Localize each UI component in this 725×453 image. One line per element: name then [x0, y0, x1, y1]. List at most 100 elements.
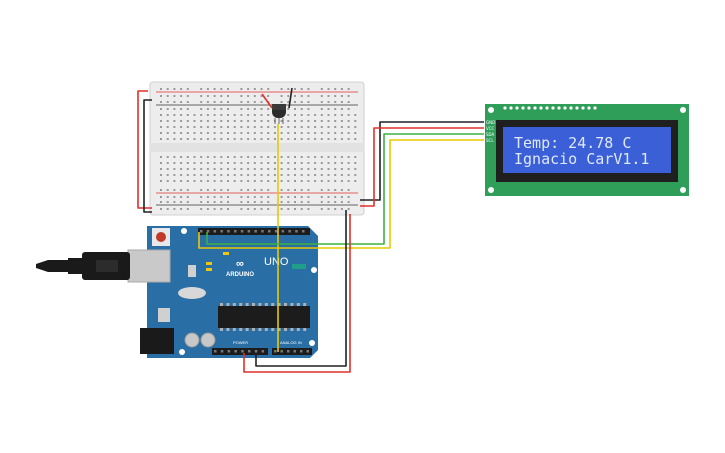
reset-button[interactable] — [156, 232, 166, 242]
lcd-header-pin — [545, 106, 549, 110]
breadboard-hole — [327, 208, 330, 210]
breadboard-hole — [260, 88, 263, 90]
breadboard-hole — [160, 114, 162, 116]
breadboard-hole — [233, 180, 236, 182]
lcd-header-pin — [539, 106, 543, 110]
breadboard-hole — [280, 180, 283, 182]
temperature-sensor[interactable] — [272, 104, 286, 124]
breadboard-hole — [267, 126, 270, 128]
breadboard-hole — [340, 189, 343, 191]
lcd-mount-hole-bl — [488, 187, 494, 193]
lcd-header-pin — [521, 106, 525, 110]
chip-pin — [232, 328, 236, 331]
breadboard-hole — [320, 138, 323, 140]
header-pin — [254, 230, 257, 233]
breadboard-hole — [273, 168, 276, 170]
breadboard-hole — [260, 162, 263, 164]
breadboard-hole — [340, 201, 343, 203]
breadboard-hole — [267, 114, 270, 116]
breadboard-hole — [347, 189, 350, 191]
breadboard-hole — [160, 196, 162, 198]
lcd-module[interactable]: Temp: 24.78 C Ignacio CarV1.1 GND VCC SD… — [485, 104, 689, 196]
breadboard-hole — [347, 201, 350, 203]
header-pin — [234, 230, 237, 233]
breadboard-hole — [220, 168, 223, 170]
breadboard[interactable] — [149, 81, 365, 216]
breadboard-hole — [247, 174, 250, 176]
breadboard-hole — [240, 201, 243, 203]
breadboard-hole — [287, 180, 290, 182]
breadboard-hole — [200, 108, 203, 110]
breadboard-hole — [227, 189, 229, 191]
breadboard-hole — [206, 138, 209, 140]
breadboard-hole — [280, 156, 283, 158]
breadboard-hole — [334, 126, 337, 128]
breadboard-hole — [327, 95, 330, 97]
breadboard-hole — [253, 114, 256, 116]
header-pin — [206, 230, 210, 233]
breadboard-hole — [166, 180, 169, 182]
breadboard-hole — [240, 108, 243, 110]
header-pin — [248, 350, 251, 353]
breadboard-hole — [300, 208, 303, 210]
power-header — [212, 348, 268, 355]
chip-pin — [252, 303, 255, 306]
breadboard-hole — [213, 174, 216, 176]
breadboard-hole — [294, 196, 296, 198]
breadboard-hole — [287, 138, 290, 140]
arduino-uno-board[interactable]: ∞ ARDUINO UNO POWER ANALOG IN — [127, 226, 318, 358]
breadboard-hole — [253, 196, 256, 198]
breadboard-hole — [253, 132, 256, 134]
wire-black-breadboard-left — [143, 99, 152, 213]
breadboard-hole — [180, 174, 183, 176]
breadboard-hole — [320, 132, 323, 134]
breadboard-hole — [186, 162, 189, 164]
dc-power-jack — [140, 328, 174, 354]
breadboard-hole — [253, 108, 256, 110]
breadboard-hole — [240, 138, 243, 140]
breadboard-hole — [267, 196, 270, 198]
breadboard-hole — [347, 208, 350, 210]
breadboard-hole — [294, 132, 296, 134]
breadboard-hole — [347, 108, 350, 110]
breadboard-hole — [307, 196, 310, 198]
breadboard-hole — [160, 189, 162, 191]
breadboard-hole — [200, 208, 203, 210]
breadboard-hole — [320, 120, 323, 122]
breadboard-hole — [347, 174, 350, 176]
breadboard-hole — [206, 162, 209, 164]
breadboard-hole — [294, 174, 296, 176]
lcd-header-pin — [515, 106, 519, 110]
header-pin — [281, 230, 285, 233]
header-pin — [300, 350, 303, 353]
breadboard-hole — [173, 156, 176, 158]
breadboard-hole — [186, 138, 189, 140]
breadboard-hole — [166, 95, 169, 97]
breadboard-hole — [267, 174, 270, 176]
breadboard-hole — [253, 120, 256, 122]
breadboard-hole — [186, 132, 189, 134]
breadboard-hole — [354, 174, 357, 176]
breadboard-hole — [320, 196, 323, 198]
breadboard-hole — [314, 126, 317, 128]
breadboard-hole — [193, 168, 196, 170]
analog-header — [272, 348, 312, 355]
breadboard-hole — [314, 132, 317, 134]
header-pin — [261, 350, 265, 353]
breadboard-hole — [253, 174, 256, 176]
breadboard-hole — [160, 120, 162, 122]
breadboard-hole — [180, 114, 183, 116]
breadboard-hole — [186, 126, 189, 128]
breadboard-hole — [320, 101, 323, 103]
breadboard-hole — [180, 120, 183, 122]
breadboard-hole — [213, 108, 216, 110]
breadboard-hole — [260, 126, 263, 128]
breadboard-hole — [173, 114, 176, 116]
breadboard-hole — [247, 120, 250, 122]
breadboard-hole — [200, 126, 203, 128]
lcd-pin-vcc: VCC — [486, 126, 495, 131]
header-pins — [200, 230, 309, 353]
breadboard-hole — [213, 180, 216, 182]
breadboard-hole — [253, 156, 256, 158]
breadboard-hole — [280, 88, 283, 90]
